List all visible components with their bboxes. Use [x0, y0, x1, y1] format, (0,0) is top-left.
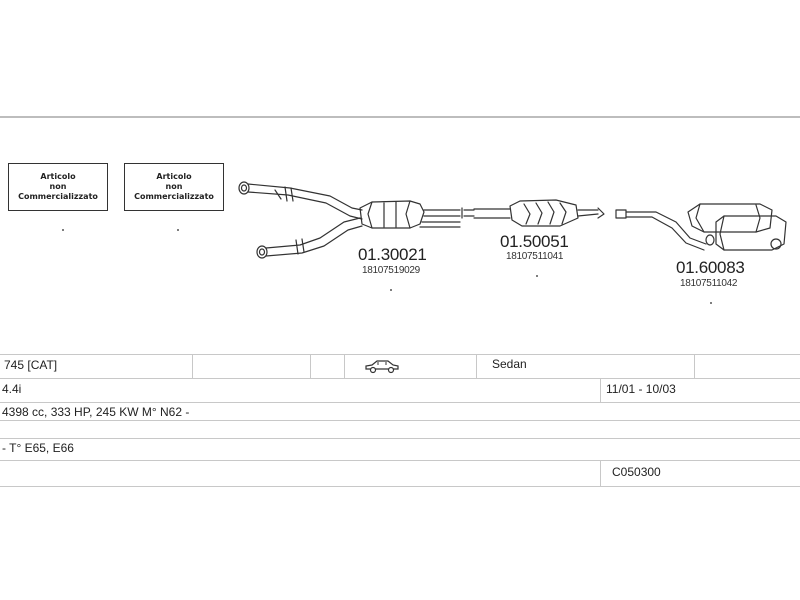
marker-dot	[536, 275, 538, 277]
table-border	[0, 378, 800, 379]
table-border	[0, 354, 800, 355]
front-pipe-drawing	[238, 181, 461, 259]
part-oem-code: 18107519029	[362, 265, 420, 276]
part-number[interactable]: 01.60083	[676, 258, 745, 277]
marker-dot	[390, 289, 392, 291]
part-oem-code: 18107511042	[680, 278, 738, 289]
marker-dot	[62, 229, 64, 231]
table-border	[0, 438, 800, 439]
table-divider	[192, 354, 193, 378]
central-silencer-drawing	[461, 199, 605, 227]
part-number[interactable]: 01.50051	[500, 232, 569, 251]
vehicle-body: Sedan	[492, 357, 527, 371]
table-border	[0, 402, 800, 403]
box-line: non	[49, 182, 67, 191]
vehicle-model: 745 [CAT]	[4, 358, 58, 372]
vehicle-spec: 4398 cc, 333 HP, 245 KW M° N62 -	[2, 405, 190, 419]
not-commercialized-box-1: Articolo non Commercializzato	[8, 163, 108, 211]
box-line: Articolo	[40, 172, 76, 181]
table-border	[0, 486, 800, 487]
box-line: Articolo	[156, 172, 192, 181]
table-divider	[344, 354, 345, 378]
box-line: non	[165, 182, 183, 191]
rear-silencer-drawing	[615, 203, 787, 251]
part-oem-code: 18107511041	[506, 251, 564, 262]
table-divider	[600, 460, 601, 486]
car-sedan-icon	[365, 360, 399, 374]
table-border	[0, 420, 800, 421]
part-number[interactable]: 01.30021	[358, 245, 427, 264]
box-line: Commercializzato	[18, 192, 98, 201]
table-divider	[310, 354, 311, 378]
top-divider	[0, 116, 800, 118]
table-divider	[476, 354, 477, 378]
catalog-code: C050300	[612, 465, 661, 479]
vehicle-years: 11/01 - 10/03	[606, 382, 676, 396]
box-line: Commercializzato	[134, 192, 214, 201]
vehicle-engine: 4.4i	[2, 382, 22, 396]
marker-dot	[710, 302, 712, 304]
table-divider	[600, 378, 601, 402]
vehicle-type: - T° E65, E66	[2, 441, 74, 455]
marker-dot	[177, 229, 179, 231]
table-border	[0, 460, 800, 461]
not-commercialized-box-2: Articolo non Commercializzato	[124, 163, 224, 211]
table-divider	[694, 354, 695, 378]
